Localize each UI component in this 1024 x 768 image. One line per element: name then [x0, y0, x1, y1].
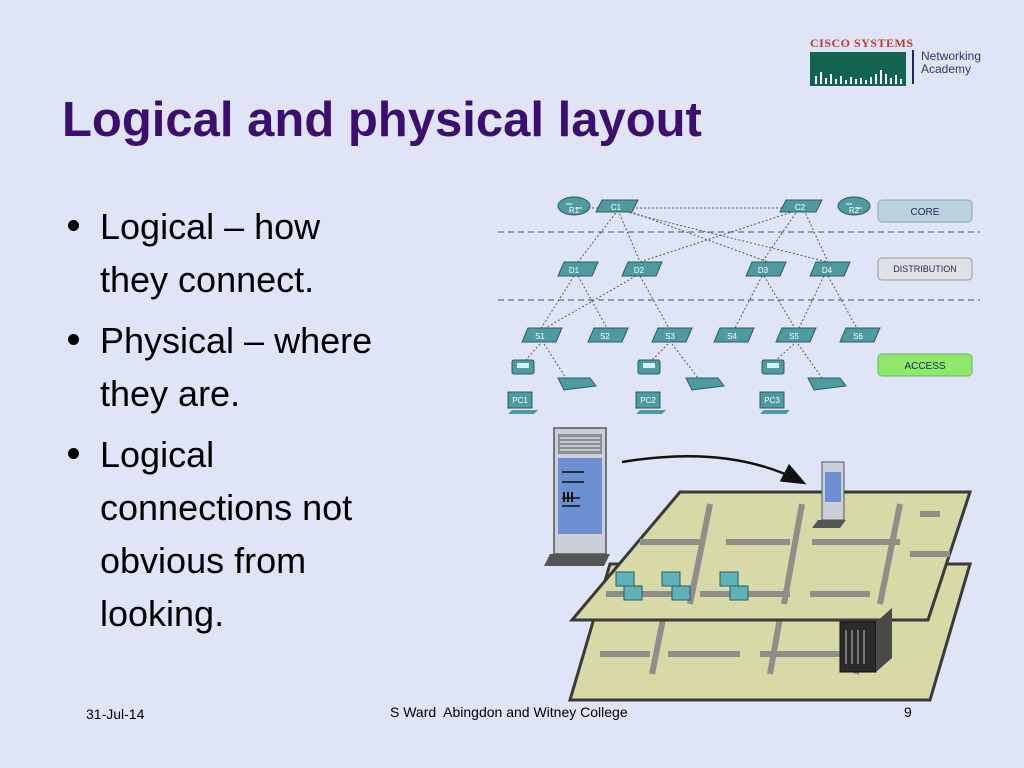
layer-label-core-text: CORE [911, 207, 940, 218]
desktop-pc-icon [729, 585, 749, 601]
link-lines [523, 207, 859, 379]
footer-page-number: 9 [904, 704, 912, 720]
switch-label: S4 [727, 332, 737, 341]
academy-text: Networking Academy [921, 50, 981, 76]
academy-line-1: Networking [921, 49, 982, 63]
access-switch-s4: S4 [713, 327, 755, 343]
small-rack-icon [812, 461, 846, 528]
pc-1: PC1 [507, 391, 538, 414]
switch-label: C2 [795, 203, 806, 212]
desktop-pc-icon [661, 571, 681, 587]
access-switch-s5: S5 [775, 327, 817, 343]
logo-separator [912, 50, 914, 84]
cisco-bars-icon [810, 52, 906, 86]
layer-label-distribution: DISTRIBUTION [877, 257, 973, 281]
switch-label: S6 [853, 332, 863, 341]
access-switch-s2: S2 [587, 327, 629, 343]
ip-phone-icon [637, 359, 661, 375]
access-switch-s6: S6 [839, 327, 881, 343]
router-r2: R2 [837, 196, 871, 216]
bullet-line: looking. [100, 593, 225, 634]
pc-label: PC2 [640, 396, 656, 405]
pc-label: PC3 [764, 396, 780, 405]
building-floor-plan-illustration [544, 427, 973, 702]
bullet-item: Logical – how they connect. [64, 200, 444, 306]
access-switch-s3: S3 [651, 327, 693, 343]
bullet-line: they are. [100, 373, 241, 414]
printer-icon [557, 377, 597, 391]
server-rack-icon [839, 608, 892, 673]
core-switch-c2: C2 [779, 199, 823, 213]
router-label: R1 [569, 206, 580, 215]
core-switch-c1: C1 [595, 199, 639, 213]
cisco-logo: CISCO SYSTEMS Networking Academy [808, 36, 990, 88]
switch-label: S5 [789, 332, 799, 341]
upper-floor [568, 490, 973, 622]
pc-3: PC3 [759, 391, 790, 414]
arrow-icon [621, 455, 807, 485]
pc-label: PC1 [512, 396, 528, 405]
switch-label: D4 [822, 266, 833, 275]
footer-date: 31-Jul-14 [86, 706, 145, 722]
switch-label: C1 [611, 203, 622, 212]
large-rack-icon [544, 427, 610, 566]
layer-label-core: CORE [877, 199, 973, 223]
distribution-switch-d1: D1 [557, 261, 599, 277]
printer-icon [807, 377, 847, 391]
bullet-dot-icon [68, 448, 79, 459]
layer-label-access: ACCESS [877, 353, 973, 377]
layer-label-distribution-text: DISTRIBUTION [893, 264, 957, 274]
router-label: R2 [849, 206, 860, 215]
switch-label: D3 [758, 266, 769, 275]
desktop-pc-icon [671, 585, 691, 601]
pc-2: PC2 [635, 391, 666, 414]
network-hierarchy-diagram: CORE DISTRIBUTION ACCESS R1 R2 C1 C2 D1 … [498, 196, 980, 414]
bullet-line: Physical – where [100, 320, 373, 361]
router-r1: R1 [557, 196, 591, 216]
desktop-pc-icon [719, 571, 739, 587]
bullet-line: Logical [100, 434, 215, 475]
switch-label: S2 [600, 332, 610, 341]
bullet-line: connections not [100, 487, 353, 528]
ip-phone-icon [511, 359, 535, 375]
bullet-dot-icon [68, 220, 79, 231]
layer-label-access-text: ACCESS [904, 361, 945, 372]
bullet-line: Logical – how [100, 206, 321, 247]
switch-label: D1 [569, 266, 580, 275]
ip-phone-icon [761, 359, 785, 375]
access-switch-s1: S1 [521, 327, 563, 343]
bullet-item: Physical – where they are. [64, 314, 444, 420]
bullet-line: obvious from [100, 540, 307, 581]
bullet-dot-icon [68, 334, 79, 345]
academy-line-2: Academy [921, 62, 972, 76]
footer-author: S Ward Abingdon and Witney College [390, 704, 628, 720]
distribution-switch-d3: D3 [745, 261, 787, 277]
slide-title: Logical and physical layout [62, 93, 702, 147]
bullet-item: Logical connections not obvious from loo… [64, 428, 444, 640]
bullet-list: Logical – how they connect. Physical – w… [64, 200, 444, 648]
desktop-pc-icon [615, 571, 635, 587]
bullet-line: they connect. [100, 259, 315, 300]
printer-icon [685, 377, 725, 391]
distribution-switch-d4: D4 [809, 261, 851, 277]
switch-label: D2 [634, 266, 645, 275]
desktop-pc-icon [623, 585, 643, 601]
cisco-brand-text: CISCO SYSTEMS [810, 36, 914, 50]
distribution-switch-d2: D2 [621, 261, 663, 277]
switch-label: S3 [665, 332, 675, 341]
switch-label: S1 [535, 332, 545, 341]
